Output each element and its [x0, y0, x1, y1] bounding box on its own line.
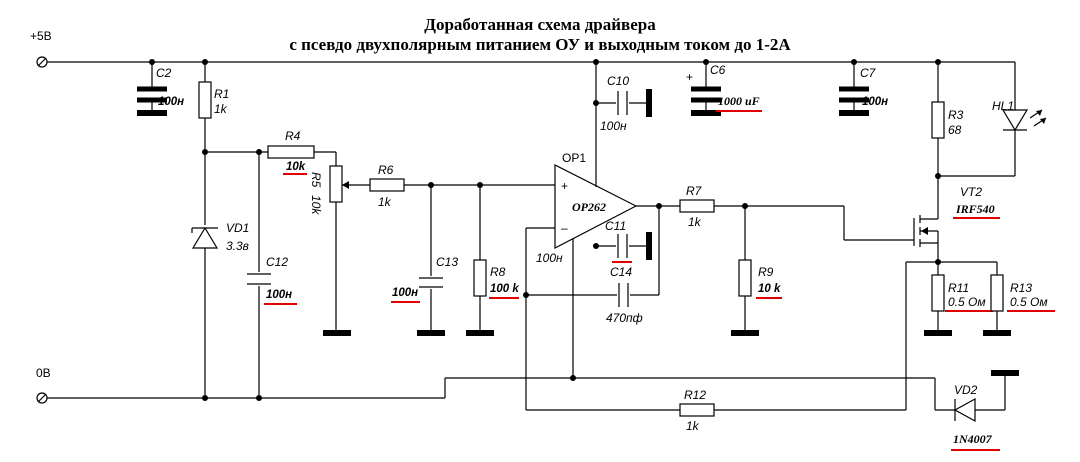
- led-hl1: HL1: [938, 62, 1047, 177]
- r8-name: R8: [490, 265, 506, 279]
- op1-minus: –: [561, 221, 568, 235]
- vd1-name: VD1: [226, 221, 249, 235]
- resistor-r12: R12 1k: [526, 388, 906, 433]
- c14-value: 470пф: [606, 311, 643, 325]
- op1-name: OP1: [562, 151, 586, 165]
- c10-value: 100н: [600, 119, 627, 133]
- vd1-value: 3.3в: [226, 239, 249, 253]
- op1-plus: +: [561, 179, 568, 193]
- vt2-value: IRF540: [955, 202, 995, 216]
- c2-value: 100н: [158, 96, 184, 108]
- c7-value: 100н: [862, 96, 888, 108]
- capacitor-c14: C14 470пф: [526, 206, 660, 325]
- zero-label: 0В: [36, 366, 51, 380]
- resistor-r6: R6 1k: [369, 163, 555, 209]
- c13-value: 100н: [392, 287, 418, 299]
- r6-name: R6: [378, 163, 394, 177]
- zener-diode-vd1: VD1 3.3в: [191, 221, 249, 401]
- r13-name: R13: [1010, 281, 1032, 295]
- c12-name: C12: [266, 255, 288, 269]
- op1-value: OP262: [572, 200, 606, 214]
- r13-value: 0.5 Ом: [1010, 295, 1048, 309]
- r12-name: R12: [684, 388, 706, 402]
- c6-name: C6: [710, 63, 726, 77]
- resistor-r4: R4 10k: [267, 129, 315, 175]
- c11-value: 100н: [536, 251, 563, 265]
- r3-value: 68: [948, 123, 962, 137]
- c14-name: C14: [610, 265, 632, 279]
- r9-value: 10 k: [758, 283, 781, 295]
- title-line-2: с псевдо двухполярным питанием ОУ и выхо…: [289, 35, 791, 54]
- c11-name: C11: [605, 219, 626, 233]
- zero-rail: 0В: [36, 366, 935, 404]
- mosfet-vt2: VT2 IRF540: [913, 185, 1000, 262]
- capacitor-c13: C13 100н: [391, 182, 458, 336]
- potentiometer-r5[interactable]: R5 10k: [309, 152, 370, 336]
- capacitor-c12: C12 100н: [247, 152, 297, 401]
- r5-value: 10k: [309, 195, 323, 215]
- vt2-name: VT2: [960, 185, 982, 199]
- c13-name: C13: [436, 255, 458, 269]
- r3-name: R3: [948, 108, 964, 122]
- r4-value: 10k: [286, 161, 306, 173]
- r7-value: 1k: [688, 215, 702, 229]
- r4-name: R4: [285, 129, 301, 143]
- r1-name: R1: [214, 87, 229, 101]
- diode-vd2: VD2 1N4007: [934, 370, 1019, 451]
- r1-value: 1k: [214, 102, 228, 116]
- r5-name: R5: [309, 172, 323, 188]
- title-line-1: Доработанная схема драйвера: [424, 15, 656, 34]
- capacitor-c7: C7 100н: [839, 59, 888, 116]
- resistor-r3: R3 68: [931, 59, 964, 212]
- capacitor-c2: C2 100н: [137, 59, 184, 116]
- c6-value: 1000 uF: [718, 94, 760, 108]
- resistor-r13: R13 0.5 Ом: [983, 262, 1055, 336]
- capacitor-c10: C10 100н: [593, 74, 652, 133]
- hl1-name: HL1: [992, 99, 1014, 113]
- resistor-r8: R8 100 k: [466, 182, 519, 336]
- vd2-value: 1N4007: [953, 432, 993, 446]
- c2-name: C2: [156, 66, 172, 80]
- capacitor-c11: C11 100н: [536, 219, 652, 265]
- r11-value: 0.5 Ом: [948, 295, 986, 309]
- c7-name: C7: [860, 66, 877, 80]
- r11-name: R11: [948, 281, 969, 295]
- r7-name: R7: [686, 184, 703, 198]
- r8-value: 100 k: [490, 283, 519, 295]
- resistor-r7: R7 1k: [679, 184, 844, 229]
- resistor-r11: R11 0.5 Ом: [924, 262, 993, 336]
- capacitor-c6: + C6 1000 uF: [686, 59, 762, 116]
- plus5v-label: +5В: [30, 29, 52, 43]
- resistor-r9: R9 10 k: [731, 206, 782, 336]
- opamp-op1: + – OP1 OP262: [523, 59, 680, 410]
- r6-value: 1k: [378, 195, 392, 209]
- vd2-name: VD2: [954, 383, 978, 397]
- r12-value: 1k: [686, 419, 700, 433]
- c12-value: 100н: [266, 289, 292, 301]
- resistor-r1: R1 1k: [198, 59, 229, 225]
- r9-name: R9: [758, 265, 774, 279]
- c10-name: C10: [607, 74, 629, 88]
- c6-plus: +: [686, 70, 693, 84]
